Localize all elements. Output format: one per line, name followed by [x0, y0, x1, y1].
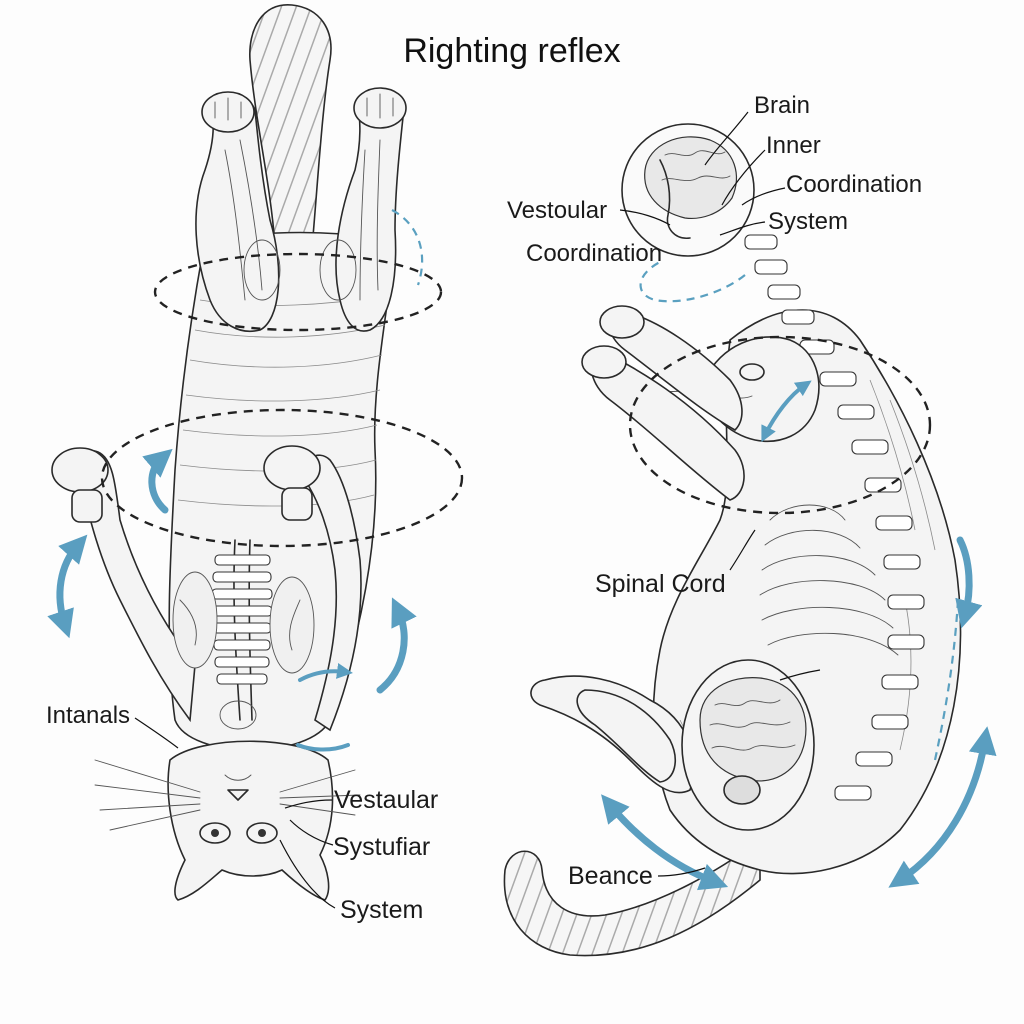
right-cat-ribcage	[759, 504, 899, 656]
label-coordination-right: Coordination	[786, 171, 922, 198]
diagram-title: Righting reflex	[403, 32, 620, 70]
right-arrow-head	[761, 380, 812, 443]
right-cat-spine	[744, 234, 925, 801]
left-hind-leg-left	[195, 96, 280, 332]
label-beance: Beance	[568, 862, 653, 890]
right-cat-eye	[739, 363, 765, 381]
left-cat-tail	[249, 4, 332, 249]
right-cat-brain	[699, 677, 807, 782]
left-cat-illustration	[47, 4, 464, 901]
left-arrow-torso	[142, 448, 173, 514]
left-front-pad-right	[281, 487, 313, 521]
right-cat-organ	[723, 775, 761, 805]
label-spinal-cord: Spinal Cord	[595, 570, 726, 598]
right-rotation-ellipse	[628, 335, 932, 515]
left-cat-eye-left	[199, 822, 231, 844]
right-front-paw-upper	[599, 305, 645, 339]
right-cat-tail	[503, 838, 761, 957]
left-front-pad-left	[71, 489, 103, 523]
left-rotation-ellipse-upper	[153, 252, 443, 332]
label-brain: Brain	[754, 92, 810, 119]
label-system-right: System	[768, 208, 848, 235]
left-arrow-neck	[296, 743, 350, 752]
left-dashed-arrow	[391, 209, 424, 286]
inset-inner-ear	[659, 159, 691, 239]
right-arrow-lower-side	[888, 726, 997, 888]
right-hind-leg-2	[576, 689, 676, 783]
label-inner: Inner	[766, 132, 821, 159]
right-front-leg-lower	[590, 349, 745, 501]
right-arrow-upper-side	[955, 536, 983, 629]
leader-lines	[134, 111, 821, 909]
left-arrow-front-leg	[47, 534, 88, 639]
right-arrow-tail	[601, 794, 729, 891]
left-rotation-ellipse-lower	[100, 408, 464, 548]
right-front-leg-upper	[608, 309, 743, 431]
label-vestoular: Vestoular	[507, 197, 607, 224]
label-vestaular: Vestaular	[334, 786, 438, 814]
left-cat-internals	[172, 539, 315, 730]
inset-brain	[644, 136, 737, 220]
left-arrow-right-side	[376, 597, 417, 694]
left-cat-head	[167, 740, 334, 901]
right-cat-illustration	[503, 123, 997, 957]
left-cat-nose	[227, 789, 249, 801]
left-cat-vertebrae	[211, 554, 273, 685]
label-system-bottom: System	[340, 896, 423, 924]
label-intanals: Intanals	[46, 702, 130, 729]
left-front-paw-left	[51, 447, 109, 493]
left-front-leg-right	[303, 454, 362, 732]
label-systufiar: Systufiar	[333, 833, 430, 861]
label-coordination-left: Coordination	[526, 240, 662, 267]
left-cat-eye-right	[246, 822, 278, 844]
left-arrow-internal	[298, 663, 353, 682]
right-dashed-arrow-top	[639, 261, 746, 303]
right-front-paw-lower	[581, 345, 627, 379]
left-front-paw-right	[263, 445, 321, 491]
